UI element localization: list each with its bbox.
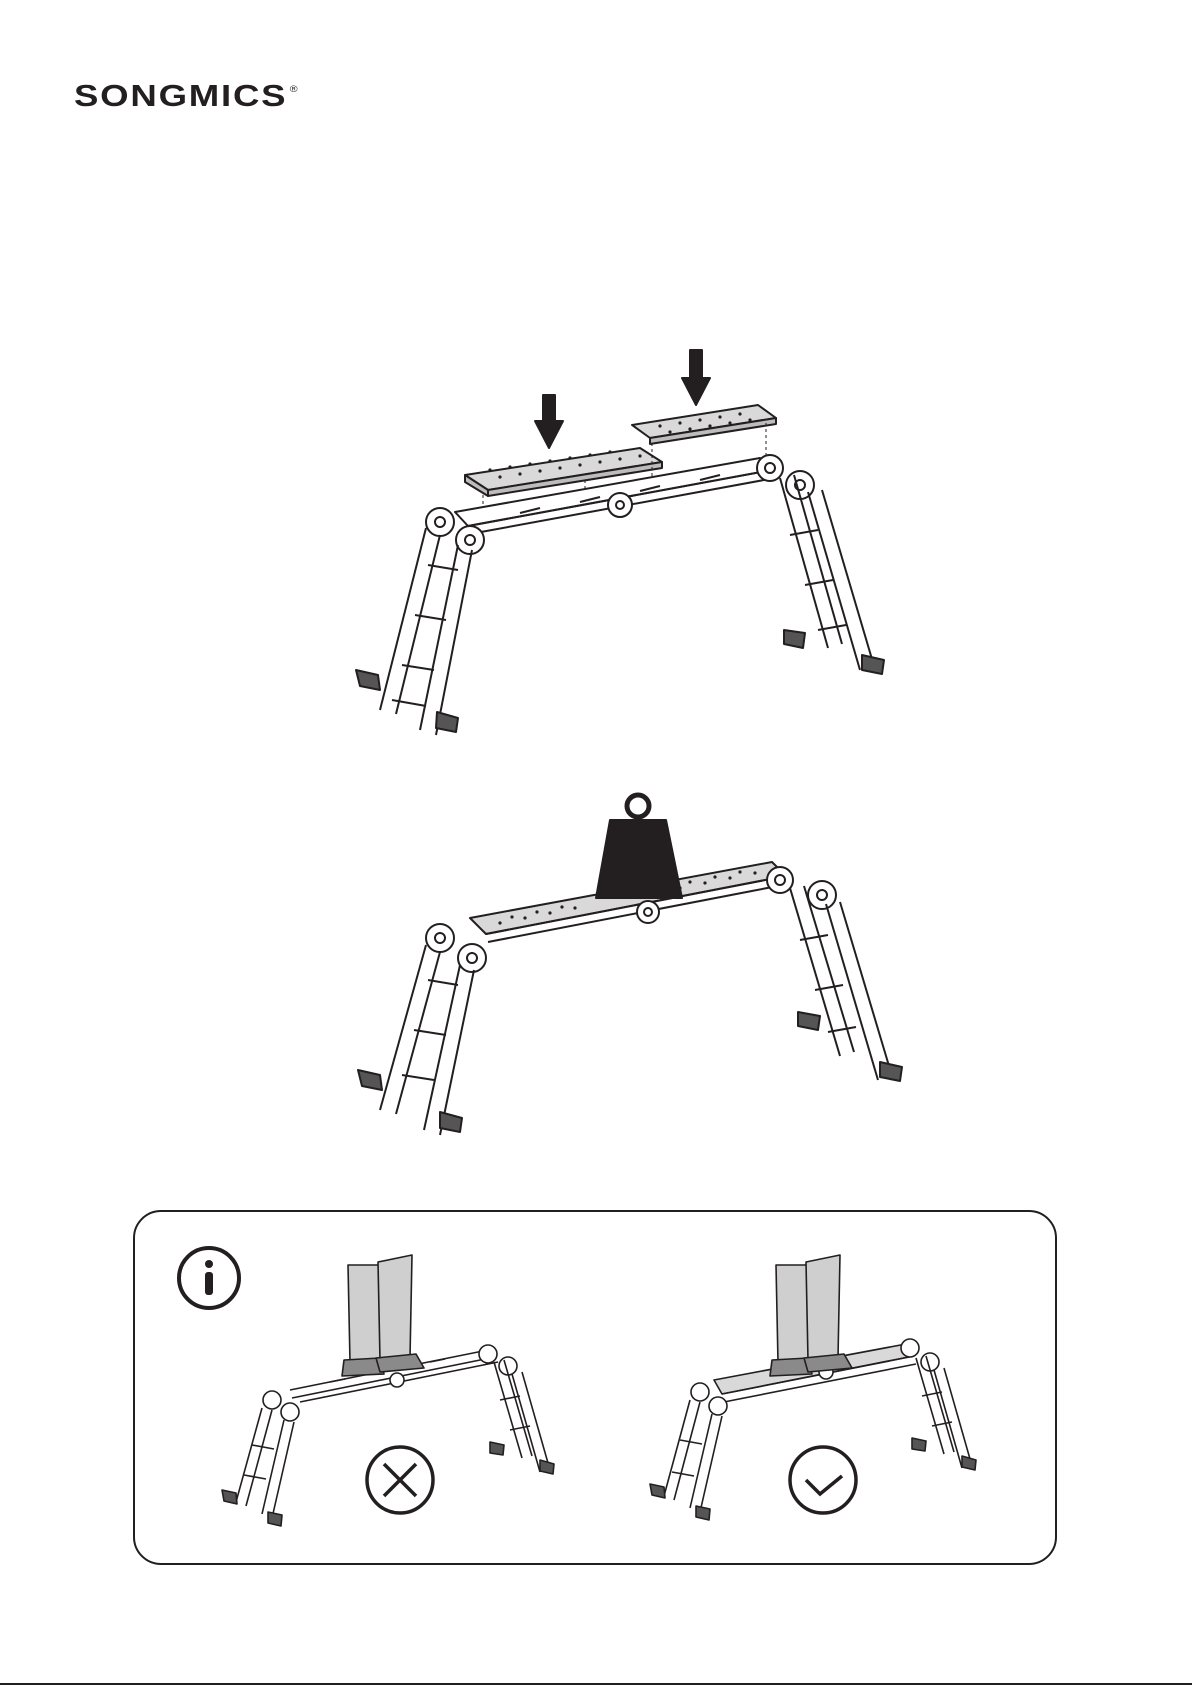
ladder-platform-install-figure: [0, 330, 1192, 800]
weight-icon: [596, 795, 682, 898]
check-circle-icon: [790, 1447, 856, 1513]
ladder-with-weight-figure: [0, 780, 1192, 1180]
registered-mark: ®: [290, 84, 300, 94]
arrow-down-icon: [682, 350, 710, 405]
brand-logo: SONGMICS®: [74, 78, 297, 114]
arrow-down-icon: [535, 395, 563, 448]
brand-name: SONGMICS: [74, 78, 287, 113]
correct-stance-figure: [0, 1250, 1192, 1550]
